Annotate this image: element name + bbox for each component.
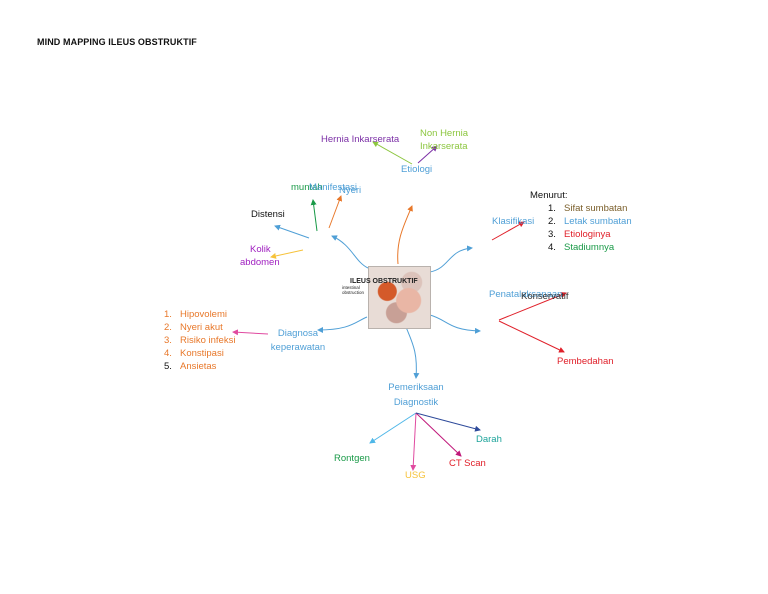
edge-etiologi-hernia	[372, 141, 413, 165]
edge-manifestasi-kolik	[270, 249, 304, 259]
list-text: Konstipasi	[180, 348, 224, 359]
diagnosa-item-3: 3. Risiko infeksi	[164, 334, 235, 347]
diagnosa-item-1: 1. Hipovolemi	[164, 308, 235, 321]
edge-klasifikasi-menurut	[491, 221, 525, 241]
list-text: Risiko infeksi	[180, 335, 236, 346]
list-text: Letak sumbatan	[564, 216, 632, 227]
diagnosa-list: 1. Hipovolemi 2. Nyeri akut 3. Risiko infeksi…	[164, 308, 235, 373]
center-subtitle-1: intestinal	[342, 285, 360, 290]
edge-penatalaksanaan-konservatif	[498, 292, 567, 321]
list-number: 4.	[164, 348, 172, 359]
node-kolik-2: abdomen	[240, 257, 280, 268]
node-muntah: muntah	[291, 182, 323, 193]
list-text: Sifat sumbatan	[564, 203, 628, 214]
list-text: Etiologinya	[564, 229, 611, 240]
edge-center-penatalaksanaan	[429, 314, 481, 334]
menurut-item-1: 1. Sifat sumbatan	[548, 202, 632, 215]
node-menurut: Menurut:	[530, 190, 568, 201]
edge-pemeriksaan-darah	[415, 412, 481, 432]
list-number: 3.	[548, 229, 556, 240]
node-nyeri: Nyeri	[339, 185, 362, 196]
edge-center-diagnosa	[317, 316, 368, 333]
node-non-hernia-1: Non Hernia	[420, 128, 469, 139]
edge-manifestasi-nyeri	[328, 195, 343, 229]
node-penatalaksanaan: Penatalaksanaan	[489, 289, 563, 300]
list-text: Stadiumnya	[564, 242, 615, 253]
edge-center-manifestasi	[331, 235, 369, 269]
node-rontgen: Rontgen	[334, 453, 370, 464]
list-number: 5.	[164, 361, 172, 372]
node-manifestasi: Manifestasi	[309, 182, 358, 193]
node-etiologi: Etiologi	[401, 164, 433, 175]
list-number: 4.	[548, 242, 556, 253]
node-kolik-1: Kolik	[250, 244, 271, 255]
list-number: 2.	[164, 322, 172, 333]
node-hernia-inkarserata: Hernia Inkarserata	[321, 134, 400, 145]
list-text: Ansietas	[180, 361, 217, 372]
menurut-list: 1. Sifat sumbatan 2. Letak sumbatan 3. Etiolo…	[548, 202, 632, 254]
edge-pemeriksaan-usg	[410, 412, 417, 471]
node-darah: Darah	[476, 434, 502, 445]
menurut-item-4: 4. Stadiumnya	[548, 241, 632, 254]
node-pemeriksaan-1: Pemeriksaan	[388, 382, 444, 393]
diagnosa-item-5: 5. Ansietas	[164, 360, 235, 373]
node-distensi: Distensi	[251, 209, 285, 220]
list-number: 1.	[164, 309, 172, 320]
edge-manifestasi-muntah	[310, 199, 318, 232]
edge-etiologi-nonhernia	[417, 145, 438, 164]
list-text: Nyeri akut	[180, 322, 223, 333]
node-diagnosa-2: keperawatan	[270, 342, 326, 353]
center-title: ILEUS OBSTRUKTIF	[350, 278, 418, 285]
center-subtitle-2: obstruction	[342, 290, 365, 295]
edge-penatalaksanaan-pembedahan	[498, 320, 565, 353]
page-title: MIND MAPPING ILEUS OBSTRUKTIF	[37, 37, 197, 47]
menurut-item-3: 3. Etiologinya	[548, 228, 632, 241]
diagnosa-item-4: 4. Konstipasi	[164, 347, 235, 360]
edge-diagnosa-list	[232, 329, 269, 336]
list-number: 2.	[548, 216, 556, 227]
node-pembedahan: Pembedahan	[557, 356, 614, 367]
node-pemeriksaan-2: Diagnostik	[393, 397, 439, 408]
node-klasifikasi: Klasifikasi	[492, 216, 535, 227]
edge-pemeriksaan-rontgen	[369, 412, 417, 444]
list-number: 1.	[548, 203, 556, 214]
node-usg: USG	[405, 470, 426, 481]
edge-pemeriksaan-ctscan	[415, 412, 462, 457]
edge-center-etiologi	[397, 205, 413, 265]
node-non-hernia-2: Inkarserata	[420, 141, 468, 152]
menurut-item-2: 2. Letak sumbatan	[548, 215, 632, 228]
list-text: Hipovolemi	[180, 309, 227, 320]
node-konservatif: Konservatif	[521, 291, 569, 302]
list-number: 3.	[164, 335, 172, 346]
node-diagnosa-1: Diagnosa	[277, 328, 319, 339]
edge-center-pemeriksaan	[405, 326, 420, 379]
diagnosa-item-2: 2. Nyeri akut	[164, 321, 235, 334]
edge-manifestasi-distensi	[274, 224, 310, 239]
center-image	[368, 266, 431, 329]
edge-center-klasifikasi	[429, 245, 473, 273]
node-ct-scan: CT Scan	[449, 458, 486, 469]
